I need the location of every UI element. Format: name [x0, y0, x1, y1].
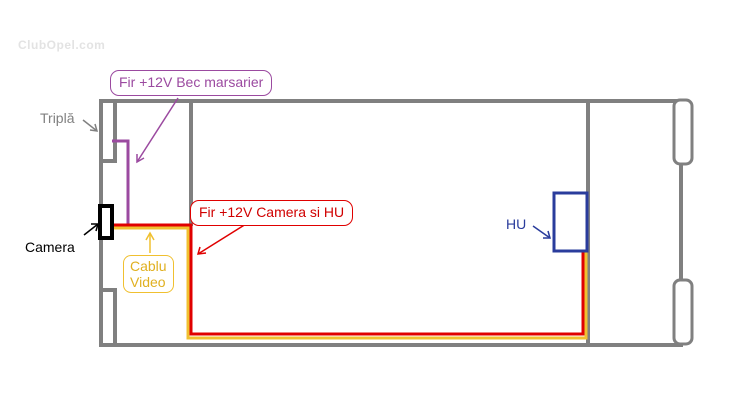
front-wheel-bottom	[672, 278, 694, 346]
cablu-label-line2: Video	[130, 274, 166, 290]
rear-bumper-top	[99, 99, 117, 163]
fir-camera-callout: Fir +12V Camera si HU	[190, 200, 354, 226]
cablu-label-line1: Cablu	[130, 258, 167, 274]
hu-label: HU	[506, 216, 527, 232]
fir-bec-arrow	[136, 97, 179, 164]
cablu-arrow	[145, 231, 155, 253]
tripla-label: Triplă	[40, 110, 75, 126]
cablu-video-callout: Cablu Video	[123, 255, 174, 293]
tripla-arrow	[82, 119, 99, 132]
camera-label: Camera	[25, 239, 75, 255]
hu-box	[552, 191, 589, 253]
fir-bec-callout: Fir +12V Bec marsarier	[110, 70, 273, 96]
hu-arrow	[532, 225, 551, 239]
fir-camera-arrow	[196, 223, 247, 255]
rear-bumper-bottom	[99, 288, 117, 347]
video-cable	[112, 226, 588, 340]
bec-wire	[112, 139, 130, 224]
front-wheel-top	[672, 98, 694, 166]
camera-box	[98, 204, 114, 240]
camera-arrow	[83, 223, 99, 236]
fir-bec-label: Fir +12V Bec marsarier	[119, 74, 264, 90]
fir-camera-label: Fir +12V Camera si HU	[199, 204, 345, 220]
watermark-logo: ClubOpel.com	[18, 38, 106, 52]
power-wire	[112, 223, 585, 336]
